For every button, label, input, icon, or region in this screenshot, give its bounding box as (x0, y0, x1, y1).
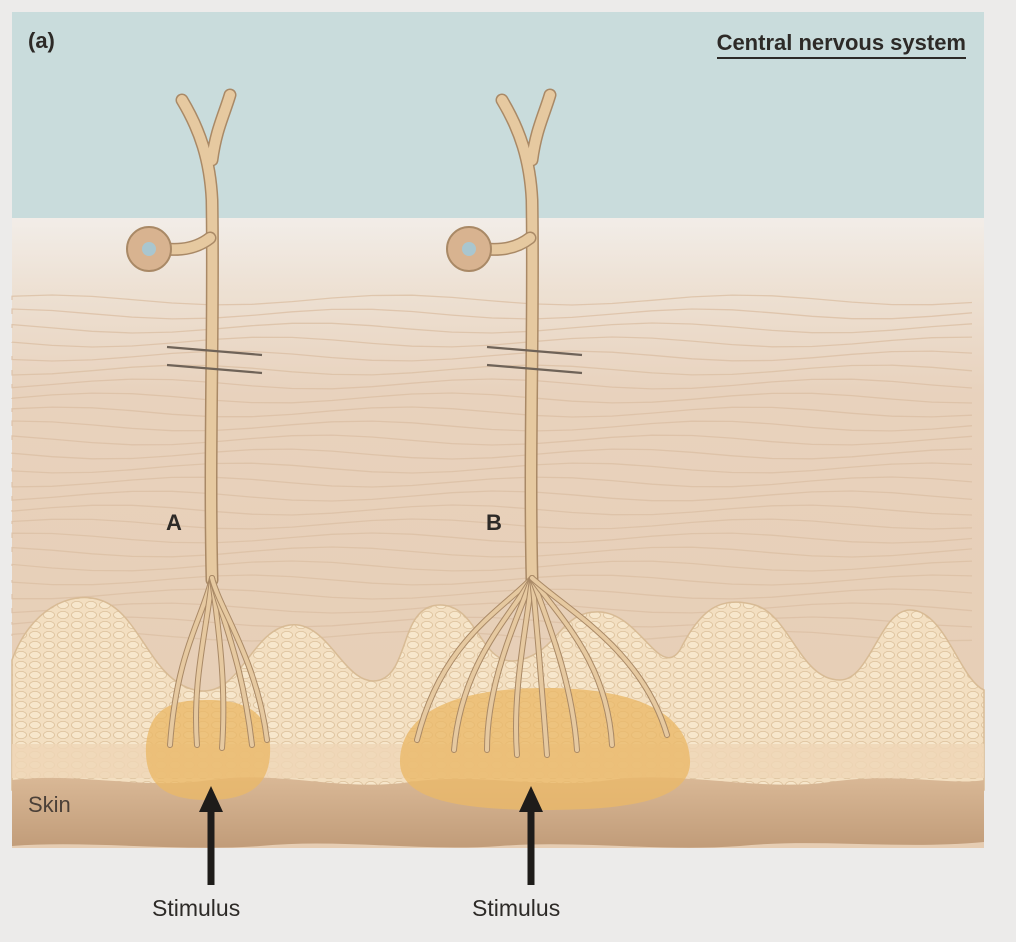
stimulus-arrow-b (519, 786, 543, 885)
dendrite (210, 576, 269, 742)
break-mark (166, 363, 263, 375)
neuron-a-label: A (166, 510, 182, 535)
dermis-fiber (11, 574, 973, 586)
dermis-fiber (11, 434, 973, 446)
panel-label: (a) (28, 28, 55, 53)
axon (177, 90, 235, 585)
stimulus-a-label: Stimulus (152, 895, 241, 921)
dermis-fiber (11, 616, 973, 628)
dermis-fiber (11, 406, 973, 418)
stimulus-b-label: Stimulus (472, 895, 561, 921)
dermis-fiber (11, 378, 973, 390)
dermis-fiber (11, 532, 973, 544)
dermis-fiber (11, 420, 973, 432)
dendrite (530, 576, 614, 747)
dermis-fiber (11, 490, 973, 502)
nucleus (462, 242, 476, 256)
neuron-b (414, 88, 670, 758)
dendrite (530, 576, 579, 752)
dermis-fiber (11, 336, 973, 348)
dermis-fiber (11, 560, 973, 572)
axon (497, 90, 555, 585)
dermis-fiber (11, 392, 973, 404)
cns-region (12, 12, 984, 218)
dermis-fiber (11, 462, 973, 474)
dermis-fiber (11, 602, 973, 614)
neuron-b-label: B (486, 510, 502, 535)
dermis-fiber (11, 504, 973, 516)
stimulus-arrow-a (199, 786, 223, 885)
break-mark (486, 363, 583, 375)
cns-label: Central nervous system (716, 30, 966, 59)
dendrite (485, 576, 534, 752)
neuron-a (126, 88, 270, 751)
dermis-fiber (11, 350, 973, 362)
dendrite (530, 576, 669, 737)
dermis-fibers (11, 294, 973, 642)
receptive-field-a (145, 700, 271, 800)
break-mark (486, 345, 583, 357)
dermis-fiber (11, 308, 973, 320)
skin-surface (12, 777, 984, 848)
dendrite (193, 576, 214, 747)
dendrite (452, 576, 534, 752)
break-mark (166, 345, 263, 357)
dermis-fiber (11, 322, 973, 334)
dermis-fiber (11, 546, 973, 558)
dermis-fiber (11, 518, 973, 530)
dendrite (415, 576, 534, 742)
dendrite (513, 576, 534, 757)
dermis-fiber (11, 588, 973, 600)
dermis-fiber (11, 364, 973, 376)
dermis-fiber (11, 476, 973, 488)
dermis-fiber (11, 448, 973, 460)
skin-label: Skin (28, 792, 71, 817)
dermis-fiber (11, 294, 973, 306)
dendrite (530, 576, 549, 757)
nucleus (142, 242, 156, 256)
